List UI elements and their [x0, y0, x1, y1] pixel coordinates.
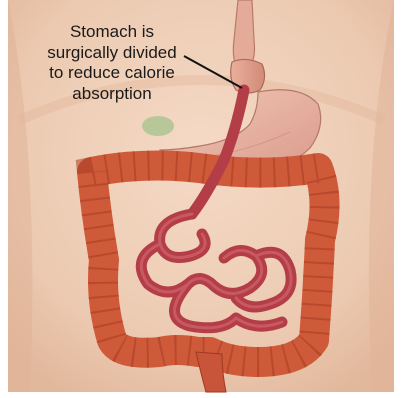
annotation-line-3: to reduce calorie [32, 63, 192, 84]
annotation-line-1: Stomach is [32, 22, 192, 43]
gallbladder [142, 116, 174, 136]
annotation-line-4: absorption [32, 84, 192, 105]
esophagus [233, 0, 254, 66]
stomach-annotation: Stomach is surgically divided to reduce … [32, 22, 192, 104]
annotation-line-2: surgically divided [32, 43, 192, 64]
